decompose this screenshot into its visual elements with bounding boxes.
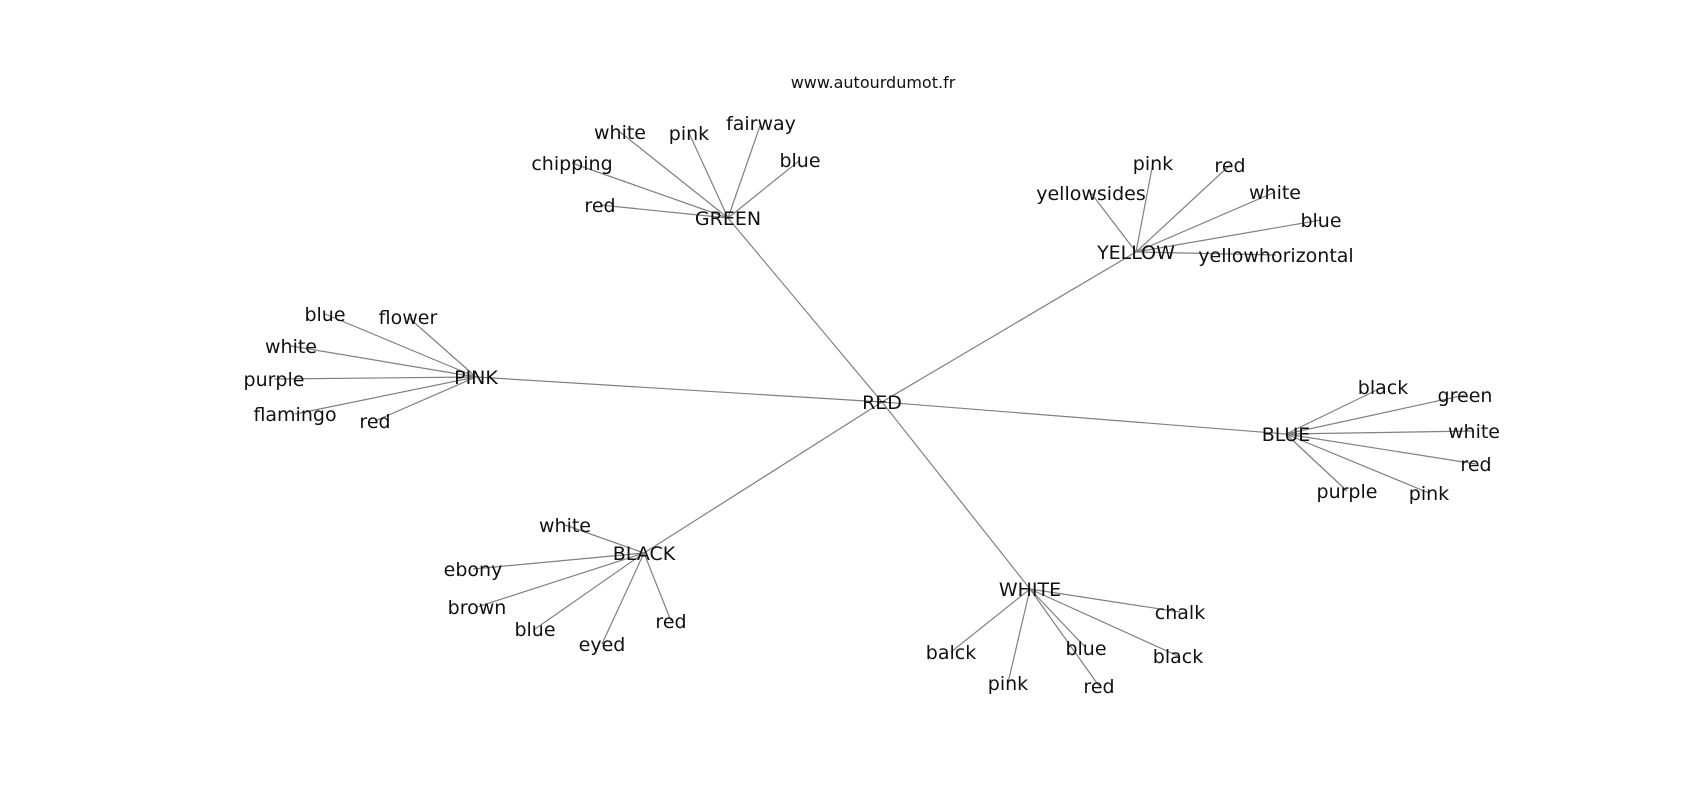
edge-green-pink [688,132,729,219]
hub-node-yellow[interactable]: YELLOW [1096,242,1175,264]
leaf-node-blue-black[interactable]: black [1358,377,1408,399]
edge-yellow-yellowhorizontal [1135,251,1277,256]
edge-pink-flamingo [294,376,477,415]
leaf-node-black-blue[interactable]: blue [514,619,555,641]
edge-white-red [1029,588,1100,687]
edge-center-blue [881,401,1287,435]
edge-yellow-pink [1135,162,1154,253]
edge-yellow-yellowsides [1090,192,1137,253]
leaf-node-blue-red[interactable]: red [1460,454,1491,476]
leaf-node-blue-white[interactable]: white [1448,421,1500,443]
leaf-node-blue-purple[interactable]: purple [1317,481,1378,503]
labels: www.autourdumot.fr RED GREEN red chipping wh… [244,73,1500,698]
leaf-node-white-chalk[interactable]: chalk [1155,602,1205,624]
edge-pink-flower [407,316,477,378]
edge-green-chipping [571,162,729,219]
leaf-node-black-eyed[interactable]: eyed [579,634,626,656]
edge-green-red [599,204,729,219]
leaf-node-pink-blue[interactable]: blue [304,304,345,326]
center-word-node[interactable]: RED [862,392,902,414]
leaf-node-black-white[interactable]: white [539,515,591,537]
edge-white-balck [950,588,1031,653]
edge-pink-red [374,376,477,422]
source-credit[interactable]: www.autourdumot.fr [791,73,956,92]
edge-black-red [643,552,672,622]
edge-green-fairway [727,122,762,219]
leaf-node-pink-flamingo[interactable]: flamingo [253,404,336,426]
edge-white-pink [1007,588,1031,684]
leaf-node-green-white[interactable]: white [594,122,646,144]
leaf-node-blue-green[interactable]: green [1438,385,1493,407]
leaf-node-pink-purple[interactable]: purple [244,369,305,391]
leaf-node-green-fairway[interactable]: fairway [726,113,796,135]
edge-pink-purple [273,376,477,380]
leaf-node-white-balck[interactable]: balck [926,642,976,664]
leaf-node-green-pink[interactable]: pink [669,123,709,145]
leaf-node-green-blue[interactable]: blue [779,150,820,172]
hub-node-white[interactable]: WHITE [999,579,1061,601]
leaf-node-yellow-blue[interactable]: blue [1300,210,1341,232]
leaf-node-pink-white[interactable]: white [265,336,317,358]
edge-white-black [1029,588,1179,657]
edge-white-blue [1029,588,1087,649]
hub-node-black[interactable]: BLACK [613,543,676,565]
leaf-node-yellow-yellowhorizontal[interactable]: yellowhorizontal [1198,245,1353,267]
leaf-node-black-ebony[interactable]: ebony [444,559,503,581]
edge-yellow-blue [1135,219,1322,253]
leaf-node-white-blue[interactable]: blue [1065,638,1106,660]
leaf-node-white-red[interactable]: red [1083,676,1114,698]
edge-center-white [881,401,1031,590]
edge-blue-green [1285,394,1466,435]
edge-green-white [619,131,729,219]
edge-blue-red [1285,433,1477,465]
edge-yellow-white [1135,191,1276,253]
edge-center-pink [475,376,883,403]
edge-white-chalk [1029,588,1181,613]
edge-black-white [564,524,645,554]
leaf-node-yellow-pink[interactable]: pink [1133,153,1173,175]
edge-pink-blue [324,313,477,378]
leaf-node-white-pink[interactable]: pink [988,673,1028,695]
edges [273,122,1477,687]
leaf-node-yellow-white[interactable]: white [1249,182,1301,204]
hub-node-pink[interactable]: PINK [454,367,498,389]
edge-blue-white [1285,430,1475,435]
leaf-node-white-black[interactable]: black [1153,646,1203,668]
leaf-node-green-chipping[interactable]: chipping [531,153,612,175]
leaf-node-yellow-red[interactable]: red [1214,155,1245,177]
leaf-node-black-brown[interactable]: brown [448,597,507,619]
edge-center-green [727,217,883,403]
edge-blue-black [1285,386,1384,435]
leaf-node-yellow-yellowsides[interactable]: yellowsides [1036,183,1145,205]
leaf-node-blue-pink[interactable]: pink [1409,483,1449,505]
hub-node-blue[interactable]: BLUE [1262,424,1311,446]
edge-blue-pink [1285,433,1430,494]
edge-black-eyed [601,552,645,645]
edge-green-blue [727,159,801,219]
edge-blue-purple [1285,433,1348,492]
leaf-node-green-red[interactable]: red [584,195,615,217]
edge-center-yellow [881,251,1137,403]
edge-black-brown [476,552,645,608]
hub-node-green[interactable]: GREEN [695,208,761,230]
leaf-node-black-red[interactable]: red [655,611,686,633]
edge-black-ebony [472,552,645,570]
leaf-node-pink-flower[interactable]: flower [379,307,438,329]
leaf-node-pink-red[interactable]: red [359,411,390,433]
edge-yellow-red [1135,164,1231,253]
edge-pink-white [290,345,477,378]
edge-black-blue [534,552,645,630]
edge-center-black [643,401,883,554]
